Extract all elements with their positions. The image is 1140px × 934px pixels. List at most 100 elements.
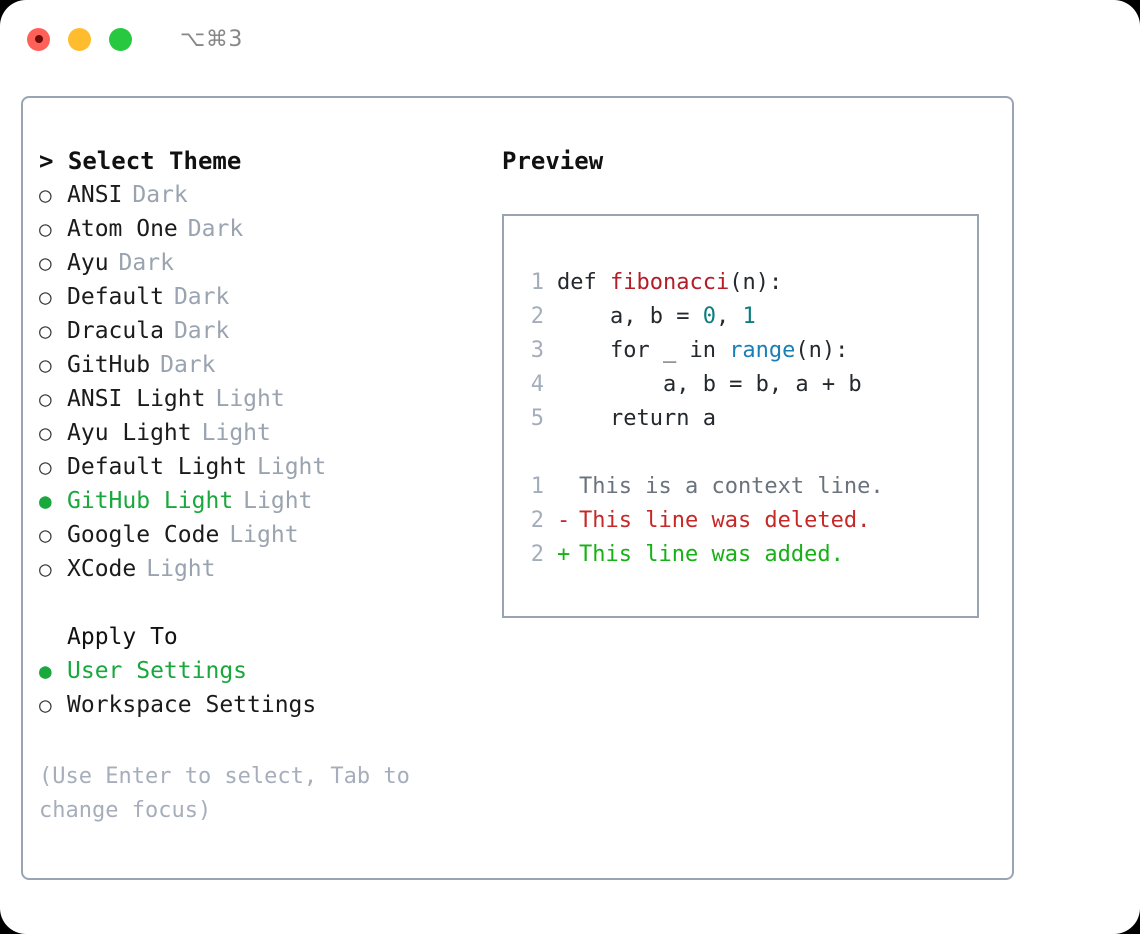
code-token: fibonacci <box>609 270 730 295</box>
theme-category-tag: Light <box>146 556 216 582</box>
maximize-window-button[interactable] <box>109 27 132 51</box>
theme-name-label: Default <box>67 284 164 310</box>
radio-unselected-icon: ○ <box>39 523 52 547</box>
diff-text: This line was added. <box>579 542 844 567</box>
diff-line: 2-This line was deleted. <box>518 504 969 538</box>
code-line-content: a, b = b, a + b <box>557 368 862 402</box>
title-bar: ⌥⌘3 <box>0 0 1140 78</box>
apply-to-list: ● User Settings ○ Workspace Settings <box>39 654 479 722</box>
theme-name-label: ANSI Light <box>67 386 206 412</box>
theme-category-tag: Light <box>229 522 299 548</box>
line-number: 4 <box>530 372 544 397</box>
code-line: 5 return a <box>518 402 969 436</box>
diff-marker <box>557 470 579 504</box>
code-token: range <box>729 338 796 363</box>
radio-unselected-icon: ○ <box>39 353 52 377</box>
apply-to-label: Workspace Settings <box>67 692 317 718</box>
theme-category-tag: Dark <box>160 352 216 378</box>
code-line-content: a, b = 0, 1 <box>557 300 756 334</box>
diff-line-content: This is a context line. <box>557 470 884 504</box>
radio-unselected-icon: ○ <box>39 421 52 445</box>
code-line: 4 a, b = b, a + b <box>518 368 969 402</box>
theme-category-tag: Dark <box>173 284 230 310</box>
diff-marker: - <box>557 508 571 533</box>
code-line: 2 a, b = 0, 1 <box>518 300 969 334</box>
theme-name-label: XCode <box>67 556 137 582</box>
radio-selected-icon: ● <box>39 489 52 513</box>
theme-list-item[interactable]: ○ XCode Light <box>39 552 479 586</box>
code-token: 1 <box>742 304 756 329</box>
code-line-content: def fibonacci(n): <box>557 266 782 300</box>
theme-category-tag: Light <box>257 454 327 480</box>
theme-list-item[interactable]: ○ Default Light Light <box>39 450 479 484</box>
close-window-button[interactable] <box>27 27 50 51</box>
radio-unselected-icon: ○ <box>39 319 52 343</box>
code-line: 1 def fibonacci(n): <box>518 266 969 300</box>
theme-list-item[interactable]: ○ Ayu Light Light <box>39 416 479 450</box>
code-line-content: for _ in range(n): <box>557 334 848 368</box>
apply-to-label: User Settings <box>67 658 248 684</box>
radio-unselected-icon: ○ <box>39 387 52 411</box>
code-token: (n): <box>795 338 849 363</box>
theme-name-label: Ayu Light <box>67 420 192 446</box>
diff-text: This line was deleted. <box>579 508 871 533</box>
apply-to-section: Apply To ● User Settings ○ Workspace Settin… <box>39 620 479 722</box>
code-token: a, b = <box>557 304 703 329</box>
preview-header: Preview <box>502 147 604 175</box>
theme-category-tag: Dark <box>118 250 174 276</box>
apply-to-option[interactable]: ● User Settings <box>39 654 479 688</box>
line-number: 3 <box>530 338 544 363</box>
code-diff-separator <box>518 436 969 470</box>
radio-unselected-icon: ○ <box>39 183 52 207</box>
diff-line-content: -This line was deleted. <box>557 504 870 538</box>
apply-to-header: Apply To <box>67 624 178 650</box>
apply-to-option[interactable]: ○ Workspace Settings <box>39 688 479 722</box>
theme-name-label: Ayu <box>67 250 109 276</box>
diff-line: 1 This is a context line. <box>518 470 969 504</box>
diff-line-content: + This line was added. <box>557 538 844 572</box>
diff-marker: + <box>557 542 571 567</box>
radio-unselected-icon: ○ <box>39 217 52 241</box>
radio-unselected-icon: ○ <box>39 455 52 479</box>
code-token: def <box>557 270 610 295</box>
radio-unselected-icon: ○ <box>39 693 52 717</box>
theme-list-item[interactable]: ○ Default Dark <box>39 280 479 314</box>
radio-selected-icon: ● <box>39 659 52 683</box>
diff-line: 2 + This line was added. <box>518 538 969 572</box>
code-token: (n): <box>729 270 783 295</box>
select-theme-header: > Select Theme <box>39 147 242 175</box>
code-token: for _ in <box>557 338 730 363</box>
code-line-content: return a <box>557 402 716 436</box>
theme-list-item[interactable]: ○ ANSI Dark <box>39 178 479 212</box>
theme-category-tag: Dark <box>132 182 188 208</box>
diff-line-number: 2 <box>530 508 544 533</box>
line-number: 1 <box>530 270 544 295</box>
theme-name-label: Default Light <box>67 454 248 480</box>
keyboard-hint-text: (Use Enter to select, Tab to change focu… <box>39 764 410 823</box>
code-token: , <box>715 304 743 329</box>
code-token: 0 <box>702 304 716 329</box>
minimize-window-button[interactable] <box>68 27 91 51</box>
theme-category-tag: Light <box>201 420 271 446</box>
code-token: return a <box>557 406 716 431</box>
code-token: a, b = b, a + b <box>557 372 862 397</box>
theme-category-tag: Light <box>243 488 313 514</box>
radio-unselected-icon: ○ <box>39 285 52 309</box>
theme-name-label: ANSI <box>67 182 123 208</box>
radio-unselected-icon: ○ <box>39 557 52 581</box>
diff-line-number: 2 <box>530 542 544 567</box>
close-icon <box>34 35 43 43</box>
